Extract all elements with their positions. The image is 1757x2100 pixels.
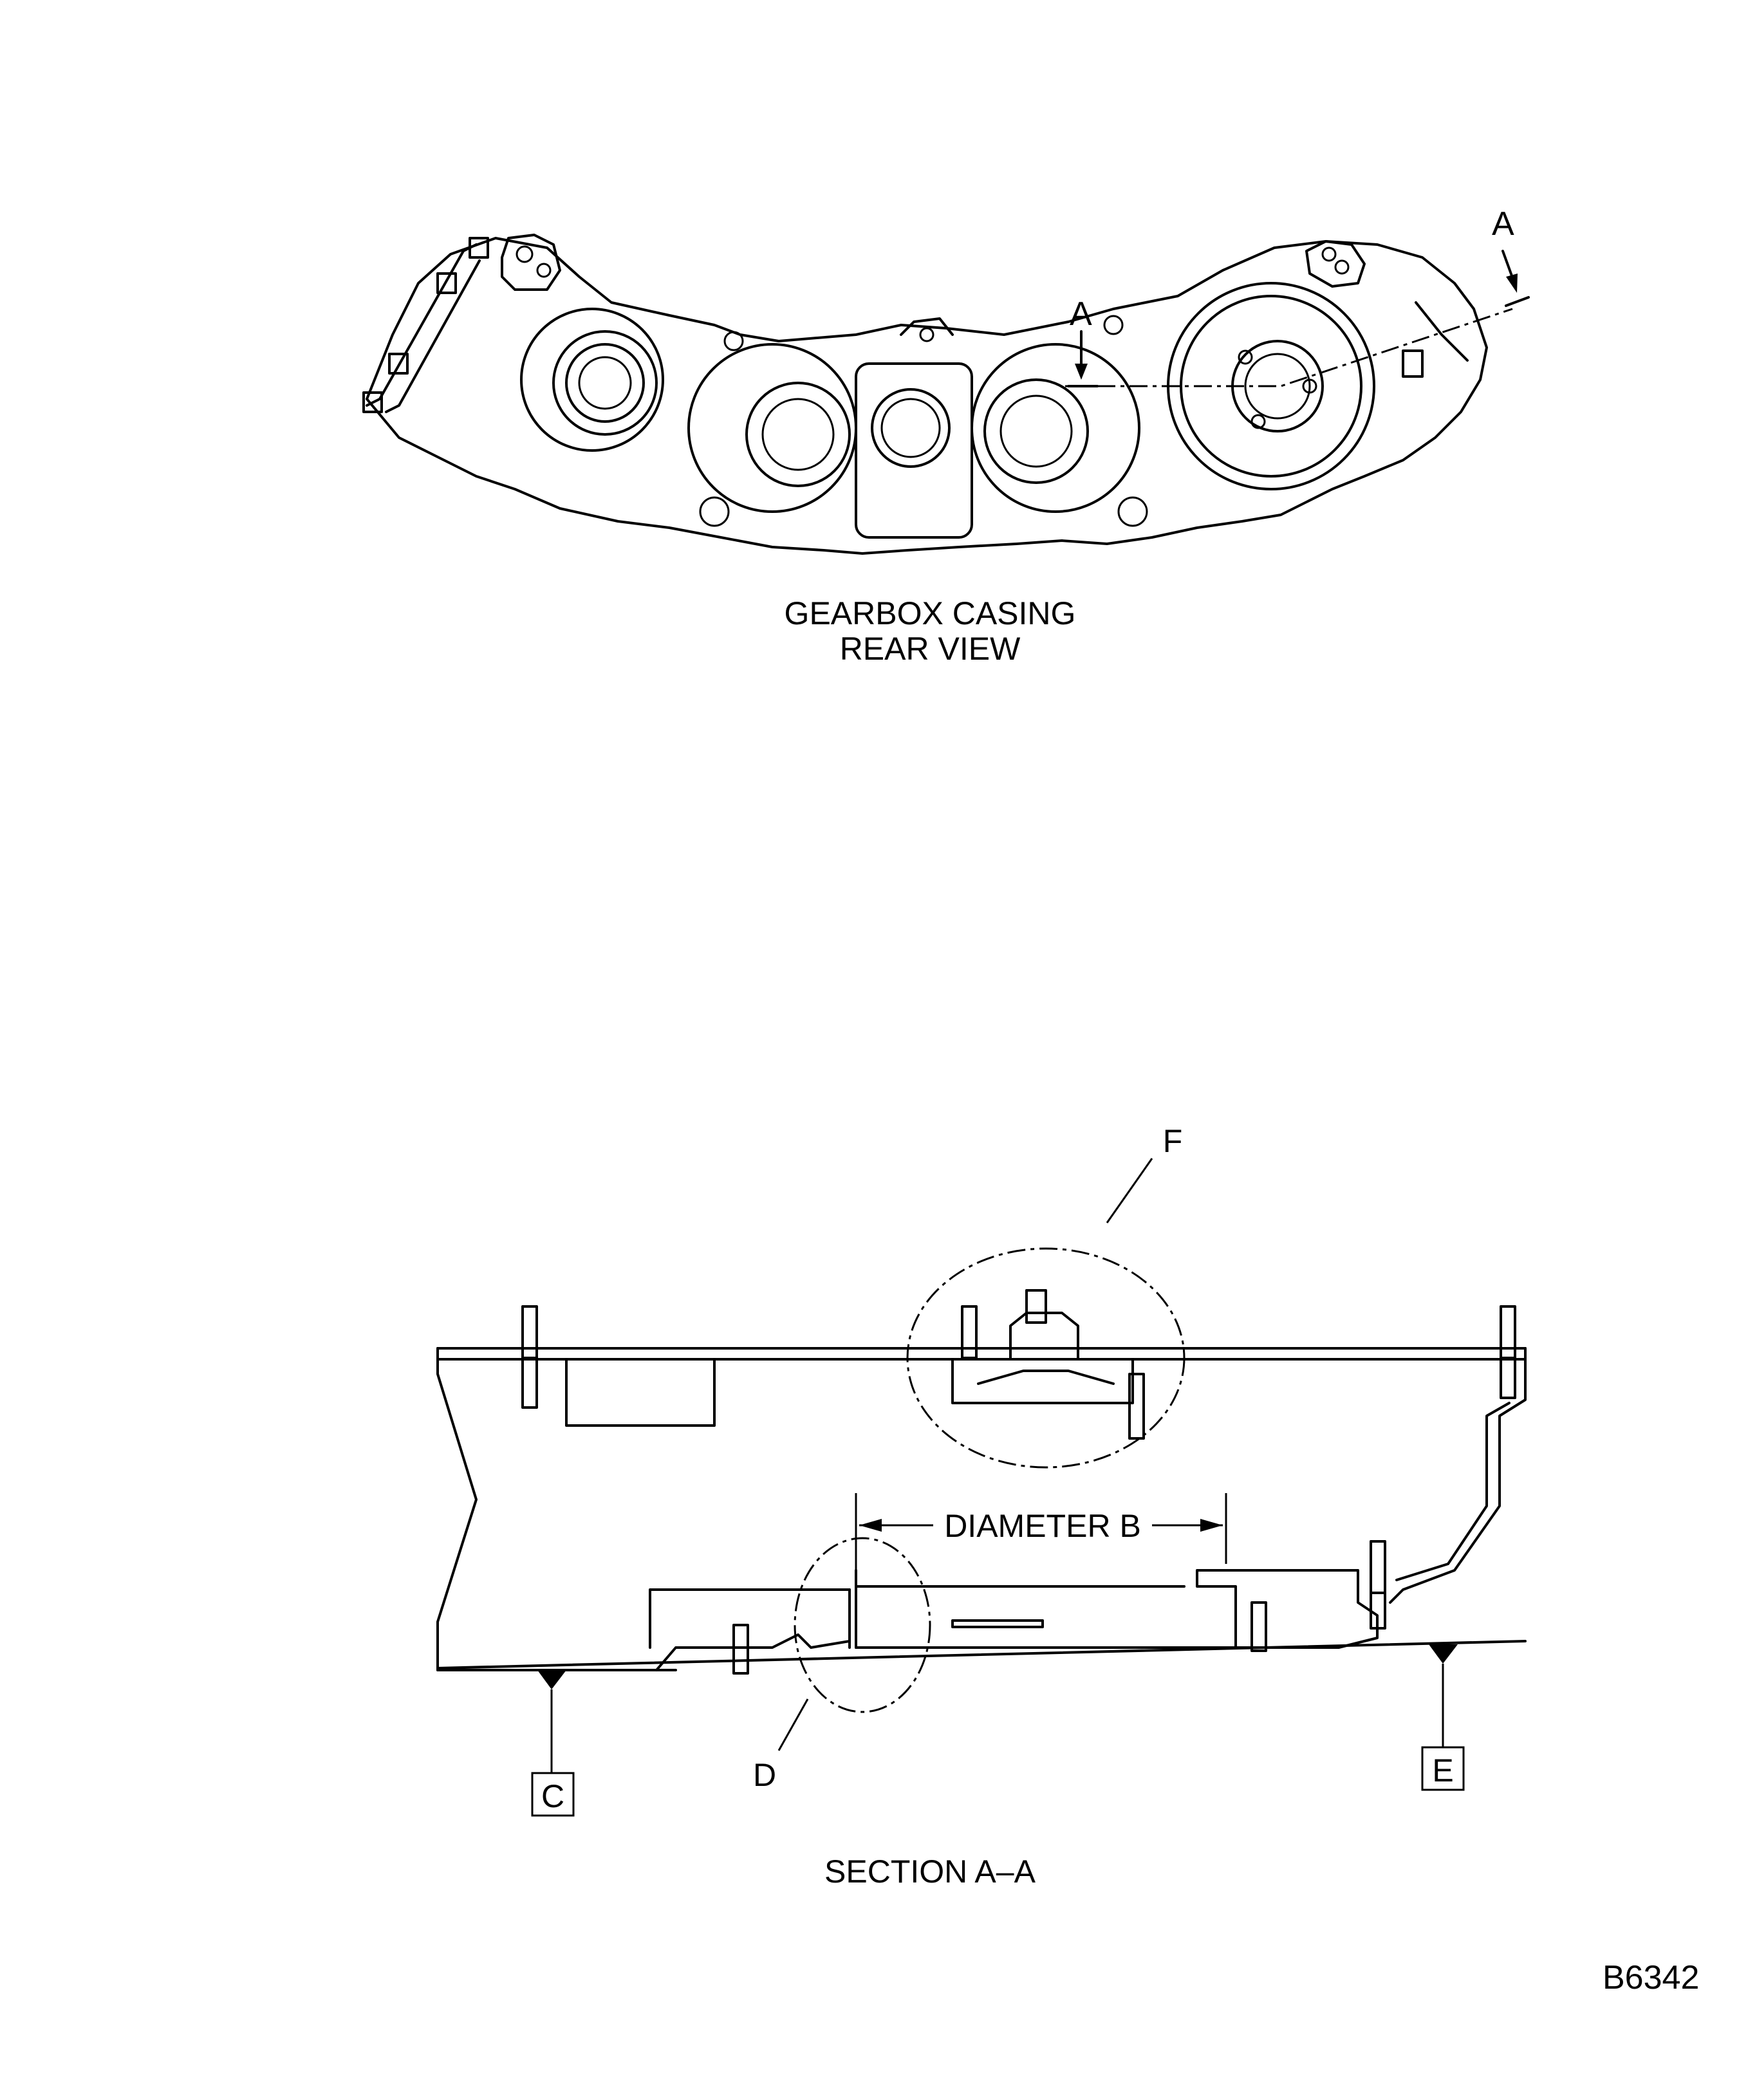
detail-circle-f bbox=[906, 1247, 1185, 1469]
caption-section-a-a: SECTION A–A bbox=[824, 1854, 1036, 1890]
detail-d-label: D bbox=[753, 1757, 776, 1793]
datum-e-label: E bbox=[1432, 1752, 1453, 1789]
section-mark-a-left: A bbox=[1070, 295, 1092, 333]
detail-f-label: F bbox=[1163, 1123, 1183, 1159]
caption-gearbox-casing: GEARBOX CASING bbox=[785, 595, 1076, 631]
datum-box-c bbox=[531, 1772, 575, 1817]
dimension-diameter-b: DIAMETER B bbox=[944, 1508, 1141, 1544]
figure-id: B6342 bbox=[1603, 1959, 1699, 1996]
gearbox-casing-rear-view: A A GEARBOX CASING REAR VIEW bbox=[362, 205, 1530, 667]
section-mark-a-right: A bbox=[1492, 205, 1514, 243]
detail-circle-d bbox=[794, 1537, 931, 1713]
section-a-a: DIAMETER B C E F D SECTION A–A bbox=[436, 1123, 1527, 1890]
datum-box-e bbox=[1421, 1746, 1465, 1791]
caption-rear-view: REAR VIEW bbox=[840, 631, 1021, 667]
datum-c-label: C bbox=[541, 1778, 564, 1814]
